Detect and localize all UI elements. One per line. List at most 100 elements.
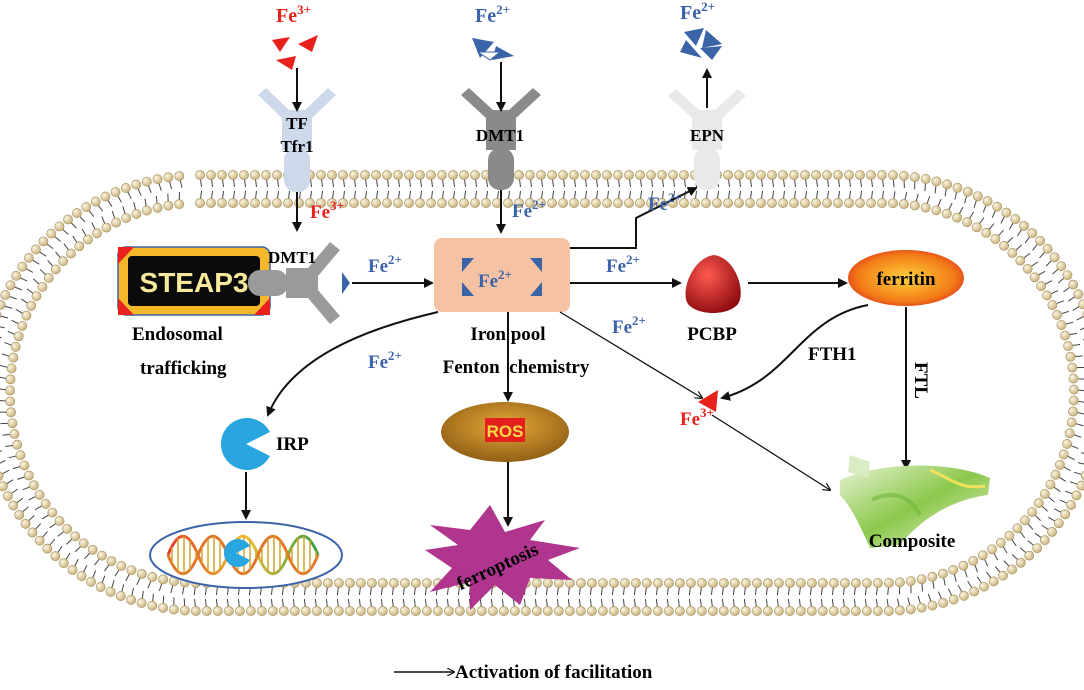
lipid-head [158,603,167,612]
lipid-head [122,213,131,222]
lipid-head [921,203,930,212]
lipid-head [29,481,38,490]
lipid-head [360,198,369,207]
lipid-head [393,198,402,207]
lipid-head [609,606,618,615]
lipid-head [818,578,827,587]
irp-label: IRP [276,434,309,455]
lipid-head [32,292,41,301]
lipid-head [565,606,574,615]
lipid-head [741,606,750,615]
lipid-head [9,501,18,510]
lipid-head [635,170,644,179]
lipid-head [862,606,871,615]
lipid-head [18,321,27,330]
lipid-head [38,282,47,291]
lipid-head [996,538,1005,547]
lipid-head [31,245,40,254]
lipid-head [345,578,354,587]
lipid-head [1063,271,1072,280]
lipid-head [969,556,978,565]
lipid-head [1067,418,1076,427]
lipid-head [708,578,717,587]
pcbp-label: PCBP [687,324,737,345]
lipid-head [576,578,585,587]
lipid-head [79,539,88,548]
lipid-head [39,237,48,246]
fe3-ion-cluster-top [272,35,318,70]
lipid-head [1011,214,1020,223]
lipid-head [833,198,842,207]
lipid-head [239,198,248,207]
lipid-head [142,206,151,215]
lipid-head [316,170,325,179]
lipid-head [426,198,435,207]
lipid-head [602,198,611,207]
lipid-head [833,170,842,179]
lipid-head [59,257,68,266]
lipid-head [8,419,17,428]
lipid-head [72,208,81,217]
lipid-head [1005,531,1014,540]
lipid-head [1016,256,1025,265]
lipid-head [800,198,809,207]
lipid-head [972,223,981,232]
lipid-head [97,551,106,560]
lipid-head [631,578,640,587]
lipid-head [455,606,464,615]
lipid-head [756,170,765,179]
lipid-head [873,606,882,615]
lipid-head [987,545,996,554]
lipid-head [228,170,237,179]
lipid-head [1069,374,1078,383]
lipid-head [1060,331,1069,340]
lipid-head [338,170,347,179]
lipid-head [939,598,948,607]
lipid-head [521,606,530,615]
lipid-head [107,557,116,566]
lipid-head [949,565,958,574]
lipid-head [664,606,673,615]
lipid-head [657,170,666,179]
lipid-head [175,171,184,180]
lipid-head [169,605,178,614]
tf-label: TF [286,114,308,133]
lipid-head [1053,310,1062,319]
trafficking-label: trafficking [140,358,227,379]
lipid-head [389,606,398,615]
lipid-head [75,242,84,251]
fe2-label-top: Fe2+ [475,2,510,27]
lipid-head [642,578,651,587]
fe2-label-endosome: Fe2+ [368,252,402,277]
lipid-head [1007,565,1016,574]
lipid-head [86,577,95,586]
lipid-head [1055,460,1064,469]
lipid-head [730,606,739,615]
lipid-head [59,559,68,568]
lipid-head [51,552,60,561]
lipid-head [866,198,875,207]
lipid-head [127,566,136,575]
lipid-head [411,606,420,615]
lipid-head [1047,527,1056,536]
lipid-head [1061,510,1070,519]
lipid-head [47,229,56,238]
legend: Activation of facilitation [394,662,653,683]
lipid-head [349,170,358,179]
lipid-head [767,170,776,179]
lipid-head [796,578,805,587]
lipid-head [778,170,787,179]
lipid-head [312,606,321,615]
lipid-head [378,578,387,587]
lipid-head [142,177,151,186]
lipid-head [13,440,22,449]
lipid-tail [1080,325,1084,330]
fenton-chemistry-label: Fenton chemistry [443,357,590,378]
lipid-head [763,578,772,587]
lipid-head [1036,236,1045,245]
lipid-head [0,310,1,319]
lipid-head [734,198,743,207]
lipid-head [356,606,365,615]
lipid-head [415,170,424,179]
